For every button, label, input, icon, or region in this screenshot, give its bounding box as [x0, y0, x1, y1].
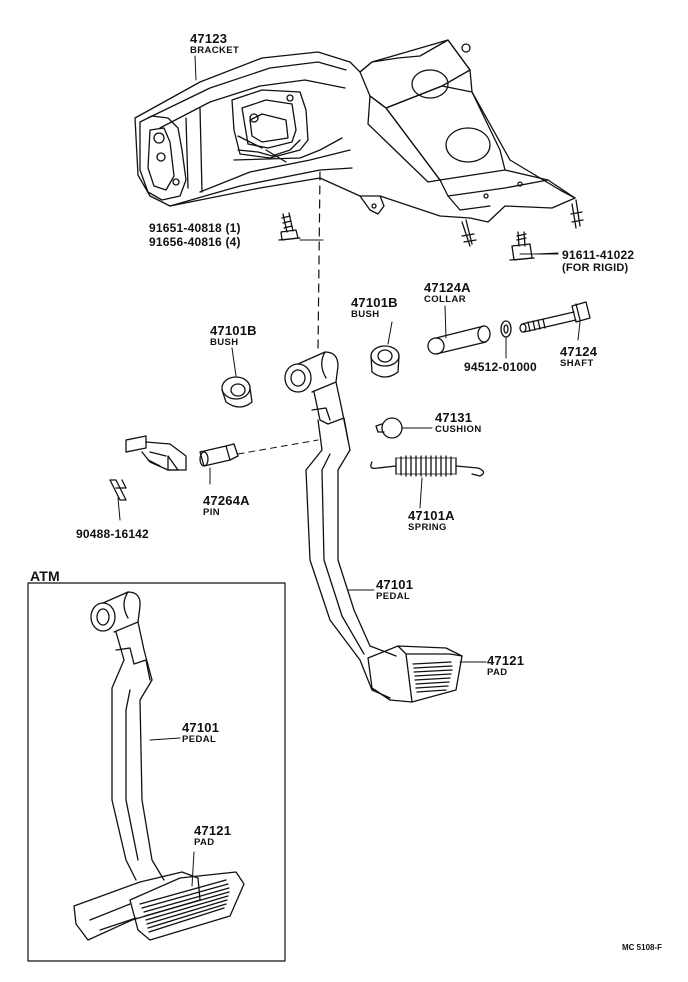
pedal-part-number: 47101 — [376, 577, 414, 592]
bolt-91651-number: 91651-40818 (1) — [149, 221, 241, 235]
washer-part-number: 94512-01000 — [464, 360, 537, 374]
clip-part-number: 90488-16142 — [76, 527, 149, 541]
cushion-part-number: 47131 — [435, 410, 473, 425]
washer-drawing — [500, 320, 512, 359]
pad-part-name: PAD — [487, 667, 508, 678]
pad-drawing — [367, 645, 463, 703]
shaft-part-name: SHAFT — [560, 358, 594, 369]
bush-left-part-number: 47101B — [210, 323, 257, 338]
atm-pedal-drawing — [90, 591, 165, 881]
cushion-part-name: CUSHION — [435, 424, 482, 435]
atm-frame — [27, 582, 286, 962]
cushion-drawing — [375, 417, 403, 439]
figure-code: MC 5108-F — [622, 943, 663, 952]
bracket-part-name: BRACKET — [190, 45, 240, 56]
switch-and-pin-drawing — [125, 435, 319, 485]
shaft-part-number: 47124 — [560, 344, 598, 359]
atm-pad-part-number: 47121 — [194, 823, 232, 838]
rigid-bolt-note: (FOR RIGID) — [562, 262, 629, 274]
bracket-drawing — [134, 39, 584, 247]
spring-part-number: 47101A — [408, 508, 455, 523]
bush-left-part-name: BUSH — [210, 337, 239, 348]
bush-right-drawing — [370, 345, 400, 378]
pin-part-number: 47264A — [203, 493, 250, 508]
collar-drawing — [427, 325, 491, 355]
spring-drawing — [370, 455, 485, 477]
collar-part-number: 47124A — [424, 280, 471, 295]
pedal-part-name: PEDAL — [376, 591, 411, 602]
atm-pedal-part-number: 47101 — [182, 720, 220, 735]
atm-title: ATM — [30, 568, 60, 584]
bolt-91656-number: 91656-40816 (4) — [149, 235, 241, 249]
rigid-bolt-drawing — [509, 231, 559, 261]
bracket-part-number: 47123 — [190, 31, 228, 46]
bush-right-part-number: 47101B — [351, 295, 398, 310]
flange-bolt-drawing — [278, 212, 324, 241]
spring-part-name: SPRING — [408, 522, 447, 533]
collar-part-name: COLLAR — [424, 294, 466, 305]
bush-left-drawing — [221, 376, 253, 408]
atm-pedal-part-name: PEDAL — [182, 734, 217, 745]
pad-part-number: 47121 — [487, 653, 525, 668]
atm-pad-drawing — [73, 871, 245, 941]
rigid-bolt-number: 91611-41022 — [562, 248, 635, 262]
pin-part-name: PIN — [203, 507, 221, 518]
leader-lines — [149, 55, 559, 887]
pedal-drawing — [284, 351, 397, 699]
assembly-centerline — [317, 171, 321, 351]
atm-pad-part-name: PAD — [194, 837, 215, 848]
shaft-drawing — [519, 301, 591, 341]
bush-right-part-name: BUSH — [351, 309, 380, 320]
clip-drawing — [109, 479, 127, 521]
